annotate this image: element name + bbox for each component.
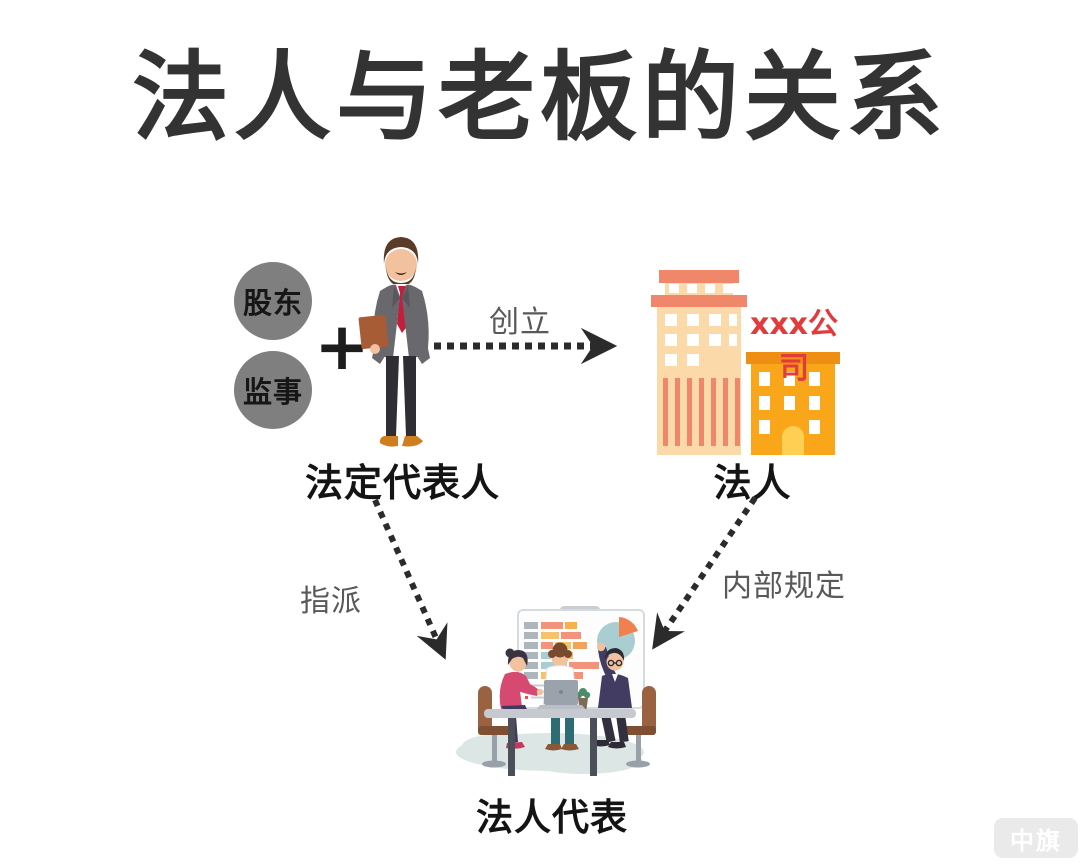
internal-rules-arrow xyxy=(652,496,758,650)
meeting-icon xyxy=(456,606,656,776)
page-title: 法人与老板的关系 xyxy=(132,41,948,154)
establish-label: 创立 xyxy=(489,305,551,340)
shareholder-node: 股东 xyxy=(234,262,312,340)
shareholder-label: 股东 xyxy=(242,286,303,320)
company-buildings-icon xyxy=(651,270,840,455)
legal-representative-label: 法定代表人 xyxy=(304,461,500,505)
watermark-text: 中旗 xyxy=(1010,826,1062,855)
establish-arrow xyxy=(434,327,618,365)
internal-rules-label: 内部规定 xyxy=(722,569,846,604)
appoint-arrow xyxy=(372,498,448,660)
legal-person-representative-label: 法人代表 xyxy=(476,796,628,839)
supervisor-label: 监事 xyxy=(242,375,303,409)
supervisor-node: 监事 xyxy=(234,351,312,429)
watermark-badge: 中旗 xyxy=(994,818,1078,858)
businessman-icon xyxy=(358,237,430,447)
appoint-label: 指派 xyxy=(300,584,362,619)
company-name-label: xxx公司 xyxy=(749,307,839,386)
